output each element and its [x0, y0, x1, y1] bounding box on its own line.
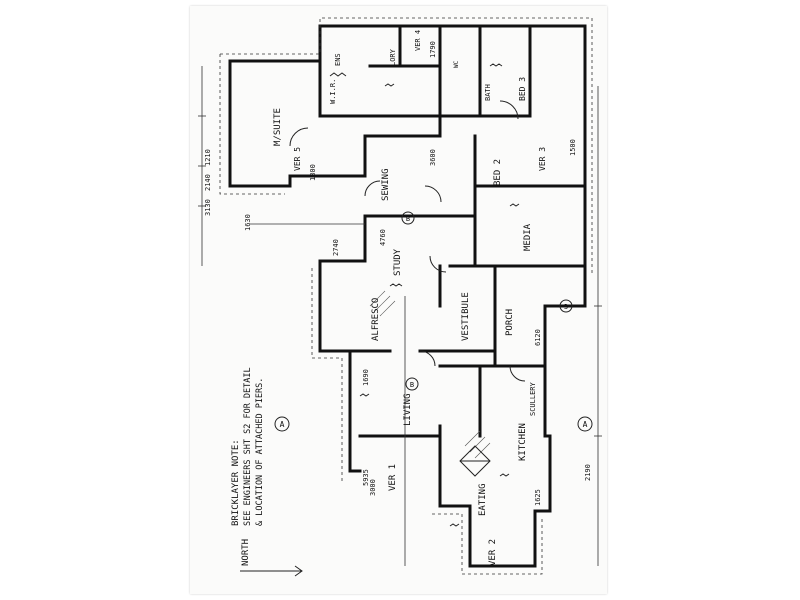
island-bench	[459, 445, 491, 477]
room-study: STUDY	[393, 248, 403, 276]
north-label: NORTH	[241, 539, 251, 566]
room-bed2: BED 2	[493, 159, 503, 186]
room-sewing: SEWING	[381, 168, 391, 201]
wall-hatching	[369, 290, 491, 459]
dim-1630: 1630	[244, 214, 252, 231]
room-bath: BATH	[484, 84, 492, 101]
eave-lines	[219, 17, 593, 575]
room-living: LIVING	[403, 393, 413, 426]
room-wc: WC	[453, 60, 460, 68]
dim-1690: 1690	[362, 369, 370, 386]
room-porch: PORCH	[505, 309, 515, 336]
dim-1500: 1500	[569, 139, 577, 156]
room-eating: EATING	[478, 483, 488, 516]
dim-4760: 4760	[379, 229, 387, 246]
room-bed3: BED 3	[518, 77, 527, 101]
room-ens: ENS	[334, 53, 342, 66]
section-a-label: A	[280, 420, 285, 429]
bricklayer-note-title: BRICKLAYER NOTE:	[231, 439, 241, 526]
door-swings	[289, 100, 526, 382]
dim-2740: 2740	[332, 239, 340, 256]
section-marker-bottom: A	[577, 416, 593, 432]
room-ver3: VER 3	[538, 147, 547, 171]
section-marker-top: A	[274, 416, 290, 432]
floor-plan: A A B B 3 NORTH M/SUITE W.I.R. ENS LORY …	[198, 17, 602, 577]
marker-b-living: B	[405, 377, 419, 391]
interior-walls	[318, 24, 587, 438]
section-a-label: A	[583, 420, 588, 429]
dim-1210: 1210	[204, 149, 212, 166]
room-ver4: VER 4	[414, 30, 422, 51]
exterior-walls	[228, 24, 587, 568]
marker-b-label: B	[406, 215, 410, 223]
drawing-sheet: A A B B 3 NORTH M/SUITE W.I.R. ENS LORY …	[190, 6, 607, 594]
north-arrow: NORTH	[240, 539, 303, 577]
bricklayer-note: BRICKLAYER NOTE: SEE ENGINEERS SHT S2 FO…	[231, 367, 265, 526]
dim-1625: 1625	[534, 489, 542, 506]
marker-b-label: B	[410, 381, 414, 389]
room-wir: W.I.R.	[329, 79, 337, 104]
dimension-lines	[198, 66, 602, 566]
room-lory: LORY	[389, 48, 397, 66]
marker-3-label: 3	[564, 303, 568, 311]
annotation-marks	[329, 63, 520, 527]
room-scullery: SCULLERY	[529, 381, 537, 416]
room-ver2: VER 2	[488, 539, 498, 566]
room-ver1: VER 1	[388, 464, 398, 491]
dim-5935: 5935	[362, 469, 370, 486]
marker-b-study: B	[401, 211, 415, 225]
dim-3000: 3000	[369, 479, 377, 496]
room-alfresco: ALFRESCO	[371, 298, 381, 341]
bricklayer-note-line2: & LOCATION OF ATTACHED PIERS.	[255, 378, 265, 526]
dim-3130: 3130	[204, 199, 212, 216]
dim-2190: 2190	[584, 464, 592, 481]
dim-1790: 1790	[429, 41, 437, 58]
marker-3: 3	[559, 299, 573, 313]
room-vestibule: VESTIBULE	[461, 292, 471, 341]
room-kitchen: KITCHEN	[518, 423, 528, 461]
room-ver5: VER 5	[293, 147, 302, 171]
dim-6120: 6120	[534, 329, 542, 346]
room-media: MEDIA	[523, 223, 533, 251]
dim-2140: 2140	[204, 174, 212, 191]
bricklayer-note-line1: SEE ENGINEERS SHT S2 FOR DETAIL	[243, 367, 253, 526]
room-m-suite: M/SUITE	[273, 108, 283, 146]
dim-1800: 1800	[309, 164, 317, 181]
dim-3600: 3600	[429, 149, 437, 166]
